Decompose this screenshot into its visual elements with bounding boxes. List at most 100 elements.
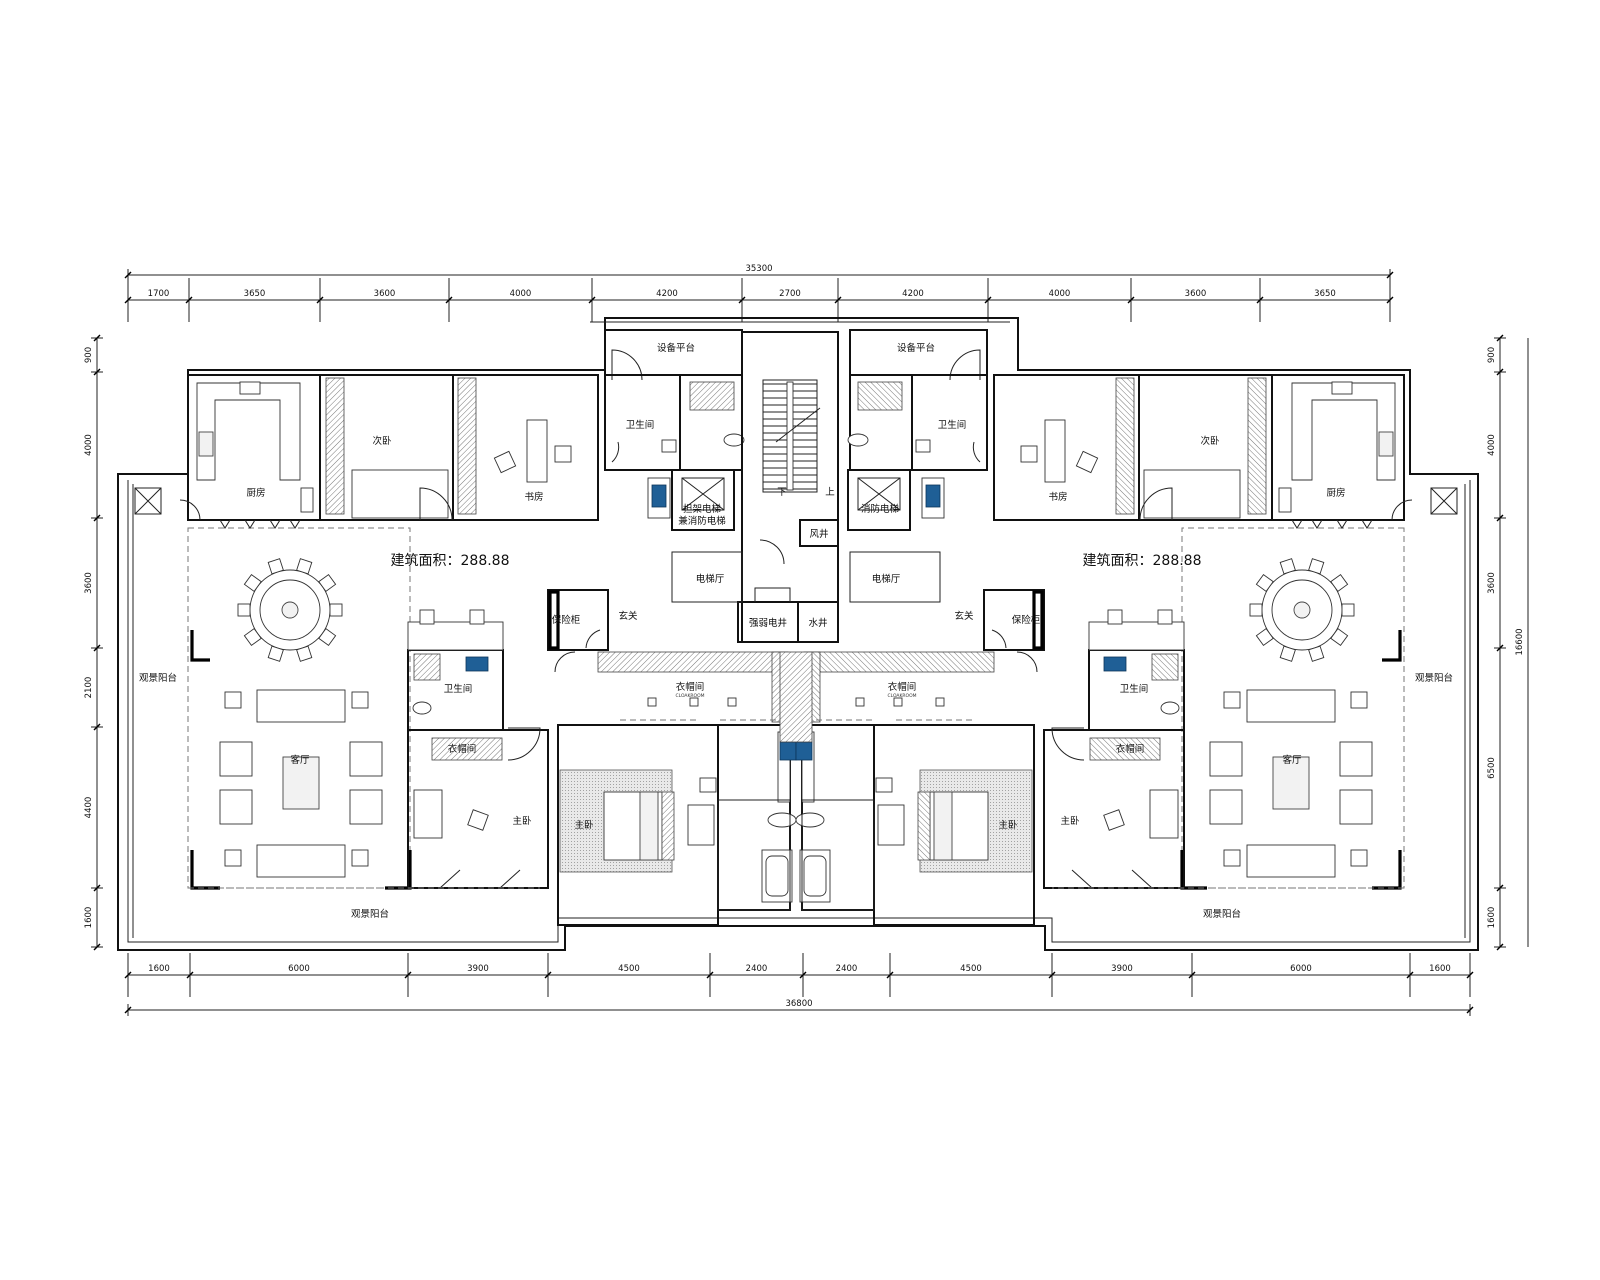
unit-left-sofa-top: [256, 689, 346, 723]
unit-left-armchair: [219, 789, 253, 825]
dim-top-segment-label: 2700: [779, 289, 801, 299]
water-shaft-walls: [797, 601, 839, 643]
unit-left-toilet: [412, 701, 432, 715]
dim-right-segment-tick: [1496, 368, 1504, 376]
dim-bottom-total-label: 36800: [785, 999, 812, 1009]
unit-left-armchair: [349, 789, 383, 825]
unit-left-bedroom-door: [507, 727, 541, 761]
stair-down-label: 下: [777, 487, 787, 498]
dim-top-segment-label: 3650: [1314, 289, 1336, 299]
unit-left-wardrobe-cloakroom: [431, 737, 503, 761]
elevator-hall-left-label: 电梯厅: [696, 573, 725, 585]
unit-left-water-heater: [651, 484, 667, 508]
unit-left-vent-box: [134, 487, 162, 515]
unit-left-second-bedroom-bed: [351, 469, 449, 519]
unit-right-vanity: [1088, 621, 1185, 651]
unit-right-study-armchair: [1020, 445, 1038, 463]
dim-bottom-segment-label: 1600: [1429, 964, 1451, 974]
unit-right-shower-corner: [1151, 653, 1179, 681]
unit-left-coffee-table: [282, 756, 320, 810]
unit-left-study-walls: [452, 374, 599, 521]
unit-right-safe-room-walls: [983, 589, 1045, 651]
dim-bottom-segment-label: 3900: [1111, 964, 1133, 974]
unit-right-cloakroom-rack: [811, 651, 995, 673]
unit-right-wardrobe-cloakroom: [1089, 737, 1161, 761]
unit-left-lazy-susan: [281, 601, 299, 619]
unit-right-kitchen-door: [1391, 499, 1413, 521]
dim-right-segment-tick: [1496, 334, 1504, 342]
unit-right-cloakroom-bench: [855, 697, 865, 707]
unit-right-safe-cabinet-label: 保险柜: [1012, 614, 1041, 626]
unit-right-living-room-label: 客厅: [1282, 754, 1302, 766]
unit-left-dining-chair: [329, 603, 343, 617]
unit-right-stool: [1157, 609, 1173, 625]
unit-right-bath-cabinet: [795, 741, 813, 761]
unit-right-pillar-mark: [1372, 850, 1402, 890]
unit-left-cloakroom-bench: [689, 697, 699, 707]
core-rack: [779, 651, 813, 743]
unit-right-bathtub-inner: [803, 855, 827, 897]
unit-left-bathtub-inner: [765, 855, 789, 897]
air-shaft-walls: [799, 519, 839, 547]
unit-left-cloakroom-rack: [597, 651, 781, 673]
unit-left-cloakroom-main-label: 衣帽间: [676, 681, 705, 693]
unit-right-kitchen-label: 厨房: [1326, 487, 1345, 499]
dim-right-segment-tick: [1496, 884, 1504, 892]
unit-right-lazy-susan: [1293, 601, 1311, 619]
unit-right-kitchen-counter: [1291, 382, 1396, 481]
unit-left-dining-chair: [318, 628, 337, 647]
dim-bottom-total-tick: [124, 1006, 132, 1014]
unit-left-dining-chair: [243, 628, 262, 647]
unit-right-safe-door: [991, 629, 1007, 649]
unit-right-dining-chair: [1308, 558, 1325, 575]
unit-left-toilet: [723, 433, 745, 447]
unit-left-kitchen-stove: [198, 431, 214, 457]
unit-left-balcony-door: [439, 869, 521, 889]
unit-right-dining-chair: [1308, 645, 1325, 662]
unit-right-bathroom-top-label: 卫生间: [938, 419, 967, 431]
dim-bottom-segment-tick: [1048, 971, 1056, 979]
unit-right-second-bedroom-label: 次卧: [1200, 435, 1220, 447]
dim-left-segment-label: 1600: [84, 907, 94, 929]
dim-bottom-segment-tick: [404, 971, 412, 979]
dim-bottom-segment-tick: [544, 971, 552, 979]
unit-right-cloakroom-bench: [893, 697, 903, 707]
unit-left-safe-cabinet-label: 保险柜: [552, 614, 581, 626]
dim-bottom-segment-tick: [886, 971, 894, 979]
dim-left-segment-label: 3600: [84, 572, 94, 594]
unit-left-study-desk: [526, 419, 548, 483]
dim-left-segment-tick: [93, 723, 101, 731]
unit-right-dining-chair: [1249, 603, 1263, 617]
dim-bottom-total-tick: [1466, 1006, 1474, 1014]
unit-left-main-bedroom-label: 主卧: [512, 815, 532, 827]
stair-rail: [786, 381, 794, 491]
unit-left-second-bedroom-label: 次卧: [372, 435, 392, 447]
unit-right-side-table: [1350, 849, 1368, 867]
unit-left-equipment-platform-label: 设备平台: [657, 342, 695, 354]
unit-left-foyer-label: 玄关: [618, 610, 638, 622]
unit-left-foyer-door: [554, 651, 576, 673]
unit-right-study-label: 书房: [1048, 491, 1067, 503]
unit-right-side-table: [1350, 691, 1368, 709]
dim-top-segment-tick: [588, 296, 596, 304]
dim-left-segment-label: 4000: [84, 434, 94, 456]
unit-left-armchair: [349, 741, 383, 777]
unit-left-bedside-chairs: [687, 804, 715, 846]
dim-top-segment-label: 4200: [656, 289, 678, 299]
elevator-hall-right-label: 电梯厅: [872, 573, 901, 585]
unit-left-cloakroom-bench: [647, 697, 657, 707]
unit-right-dining-chair: [1341, 603, 1355, 617]
elevator-right-label: 消防电梯: [861, 503, 900, 515]
dim-top-segment-tick: [984, 296, 992, 304]
unit-left-view-balcony-side-label: 观景阳台: [139, 672, 177, 684]
dim-left-segment-tick: [93, 368, 101, 376]
dim-top-segment-tick: [834, 296, 842, 304]
dim-bottom-segment-label: 6000: [288, 964, 310, 974]
balcony-rail: [132, 484, 1466, 938]
unit-right-toilet: [1160, 701, 1180, 715]
unit-right-study-walls: [993, 374, 1140, 521]
outer-wall: [117, 317, 1479, 951]
dim-bottom-segment-tick: [1466, 971, 1474, 979]
unit-right-study-chair: [1075, 450, 1099, 474]
unit-left-dining-chair: [318, 573, 337, 592]
